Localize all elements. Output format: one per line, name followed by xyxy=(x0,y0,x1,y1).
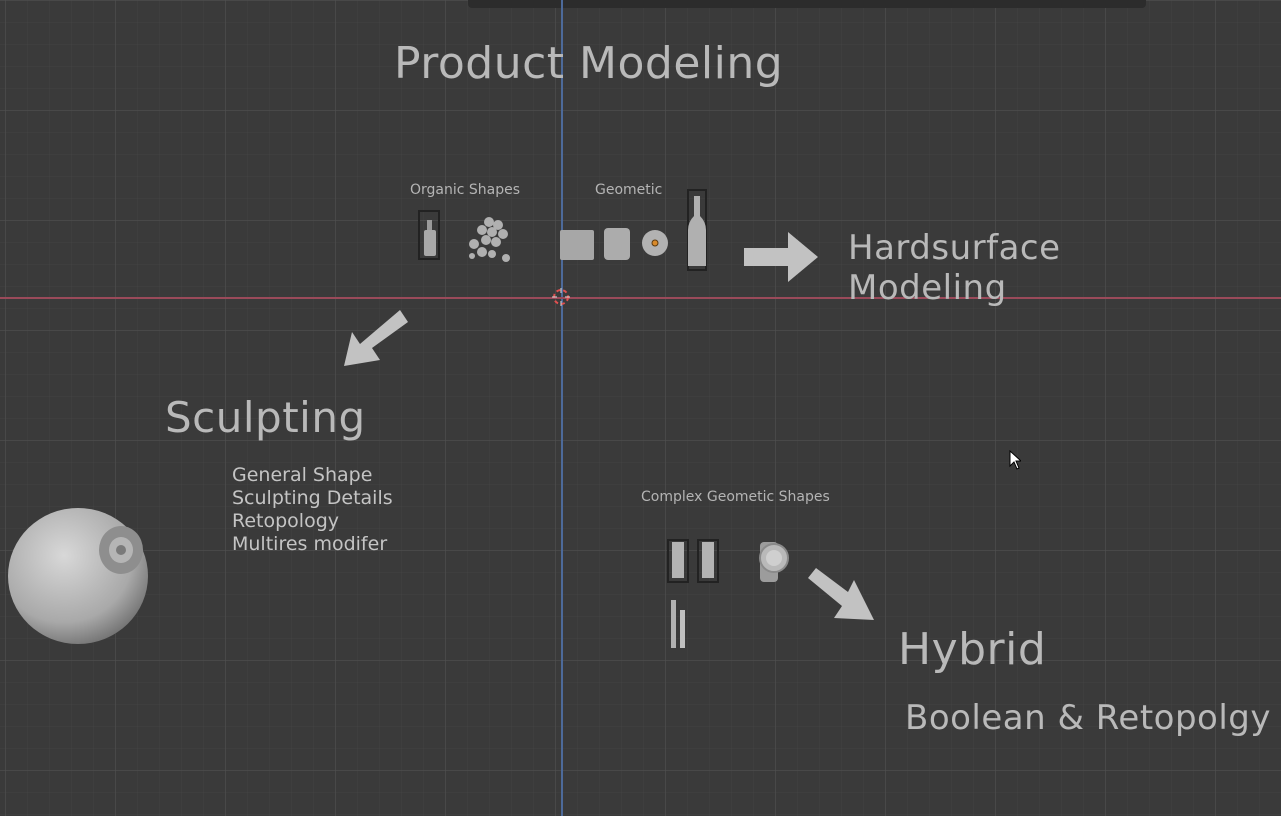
wine-bottle-object xyxy=(688,196,706,266)
tube-selection-outline xyxy=(667,539,689,583)
sculpting-step: Retopology xyxy=(232,510,340,532)
y-axis-line xyxy=(561,0,563,816)
bottle-selection-outline xyxy=(418,210,440,260)
watch-object xyxy=(759,542,789,582)
hardsurface-heading: Hardsurface Modeling xyxy=(848,228,1061,308)
hardsurface-line2: Modeling xyxy=(848,268,1007,308)
sphere-origin-icon xyxy=(651,239,659,247)
hybrid-heading: Hybrid xyxy=(898,624,1047,675)
complex-objects[interactable] xyxy=(664,536,804,656)
complex-shapes-label: Complex Geometic Shapes xyxy=(641,489,830,505)
sculpting-step: Multires modifer xyxy=(232,533,388,555)
header-bar xyxy=(468,0,1146,8)
sculpting-step: General Shape xyxy=(232,464,373,486)
sculpting-step: Sculpting Details xyxy=(232,487,393,509)
tube-object-2 xyxy=(702,542,714,578)
cube-object xyxy=(560,230,594,260)
hardsurface-line1: Hardsurface xyxy=(848,228,1061,268)
hybrid-subtitle: Boolean & Retopolgy xyxy=(905,698,1271,738)
geometric-objects[interactable] xyxy=(556,188,716,276)
tube-object-1 xyxy=(672,542,684,578)
arrow-right-icon xyxy=(744,232,818,282)
geometric-label: Geometic xyxy=(595,182,663,198)
x-axis-line xyxy=(0,297,1281,299)
arrow-down-right-icon xyxy=(808,568,874,620)
mascara-object xyxy=(671,600,685,648)
sculpted-object[interactable] xyxy=(6,500,156,650)
main-title: Product Modeling xyxy=(394,38,784,89)
sculpting-steps: General Shape Sculpting Details Retopolo… xyxy=(232,464,393,556)
mouse-pointer-icon xyxy=(1009,450,1021,470)
grapes-object xyxy=(469,217,510,262)
organic-objects[interactable] xyxy=(414,208,524,278)
arrow-down-left-icon xyxy=(344,310,408,366)
3d-cursor-icon[interactable] xyxy=(552,288,570,306)
sculpting-heading: Sculpting xyxy=(165,393,366,442)
bottle-object xyxy=(424,230,436,256)
cylinder-object xyxy=(604,228,630,260)
organic-shapes-label: Organic Shapes xyxy=(410,182,521,198)
